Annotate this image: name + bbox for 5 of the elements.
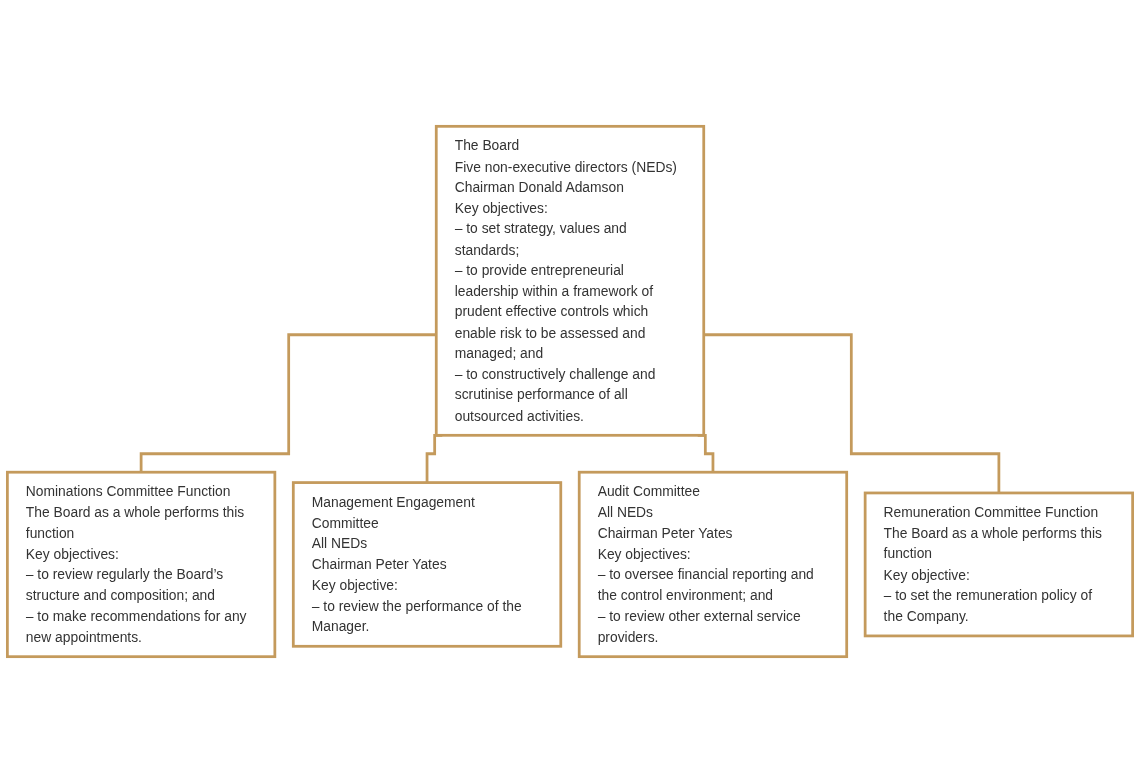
node-box: The Board Five non-executive directors (NEDs) Chairman Donald Adamson Key objectives: – to set strategy, values and standards; – to provide entrepreneurial leadership within a framework of prudent effective controls which enable risk to be assessed and managed; and – to constructively challenge and scrutinise performance of all outsourced activities.: [434, 124, 706, 437]
node-box: Nominations Committee Function The Board as a whole performs this function Key objectives: – to review regularly the Board’s structure and composition; and – to make recommendations for any new appointments.: [6, 470, 277, 659]
node-box: Management Engagement Committee All NEDs Chairman Peter Yates Key objective: – to review the performance of the Manager.: [291, 481, 563, 648]
node-box: Audit Committee All NEDs Chairman Peter Yates Key objectives: – to oversee financial reporting and the control environment; and – to review other external service providers.: [577, 470, 849, 659]
node-box: Remuneration Committee Function The Board as a whole performs this function Key objective: – to set the remuneration policy of the Company.: [863, 491, 1134, 638]
